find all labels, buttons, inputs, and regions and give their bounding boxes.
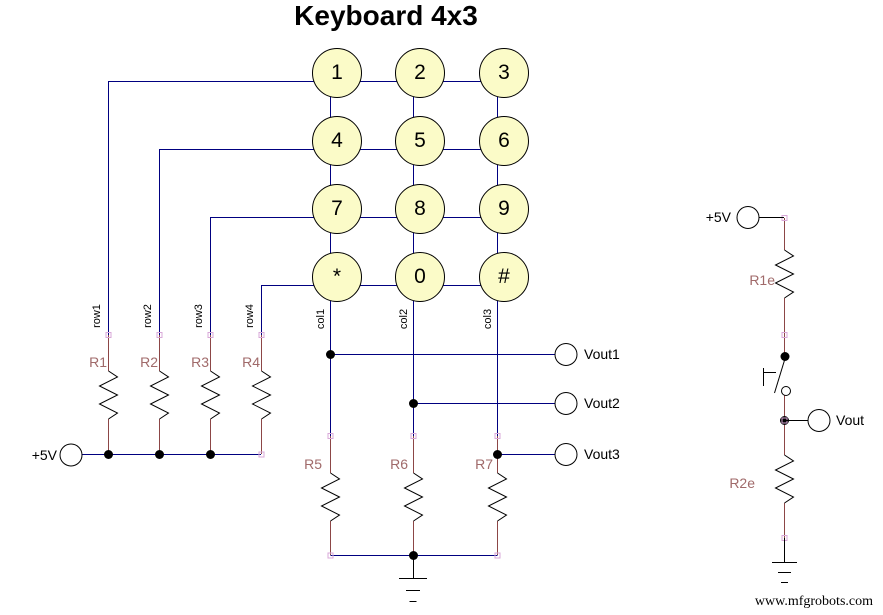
key-hash: # (479, 252, 529, 302)
vout2-label: Vout2 (584, 395, 620, 411)
resistor-r6 (403, 472, 424, 522)
switch-lever (774, 356, 786, 394)
key-star: * (312, 252, 362, 302)
row-resistors (98, 370, 272, 420)
keypad-grid-wires (108, 81, 504, 436)
pin-markers (105, 215, 788, 559)
example-power-5v-label: +5V (705, 209, 731, 225)
col3-label: col3 (482, 308, 494, 330)
power-5v-label: +5V (31, 447, 57, 463)
vout3-label: Vout3 (584, 446, 620, 462)
resistor-r2e (774, 454, 795, 504)
resistor-r1e-label: R1e (749, 272, 775, 288)
terminal-circles (59, 343, 578, 467)
resistor-r7 (487, 472, 508, 522)
resistor-r1e (774, 249, 795, 299)
pushbutton-switch (763, 356, 791, 396)
row1-label: row1 (91, 304, 103, 328)
switch-actuator (763, 368, 776, 386)
resistor-r4-label: R4 (242, 354, 260, 370)
vout2-terminal (554, 392, 578, 415)
junction-dots (104, 350, 790, 560)
key-9: 9 (479, 184, 529, 234)
diagram-title: Keyboard 4x3 (294, 0, 478, 31)
resistor-r2-label: R2 (140, 354, 158, 370)
resistor-lead-wires (108, 218, 785, 555)
resistor-r6-label: R6 (390, 456, 408, 472)
row4-label: row4 (244, 304, 256, 328)
ground-symbol-example (772, 538, 797, 583)
row2-label: row2 (142, 304, 154, 328)
example-power-terminal (736, 206, 760, 229)
key-2: 2 (395, 48, 445, 98)
resistor-r5 (320, 472, 341, 522)
row3-label: row3 (193, 304, 205, 328)
resistor-r1-label: R1 (89, 354, 107, 370)
resistor-r7-label: R7 (475, 456, 493, 472)
watermark: www.mfgrobots.com (754, 594, 873, 609)
key-0: 0 (395, 252, 445, 302)
resistor-r5-label: R5 (304, 456, 322, 472)
vout1-label: Vout1 (584, 346, 620, 362)
resistor-r1 (98, 370, 119, 420)
key-6: 6 (479, 116, 529, 166)
key-8: 8 (395, 184, 445, 234)
switch-open-contact (781, 386, 791, 396)
example-vout-terminal (807, 409, 831, 432)
key-1: 1 (312, 48, 362, 98)
power-terminal (59, 443, 83, 467)
resistor-r3-label: R3 (191, 354, 209, 370)
column-resistors (320, 472, 508, 522)
resistor-r2 (149, 370, 170, 420)
key-7: 7 (312, 184, 362, 234)
example-vout-label: Vout (836, 412, 865, 428)
resistor-r4 (251, 370, 272, 420)
resistor-r3 (200, 370, 221, 420)
vout3-terminal (554, 443, 578, 466)
key-4: 4 (312, 116, 362, 166)
ground-symbol-main (399, 555, 427, 602)
vout1-terminal (554, 343, 578, 366)
resistor-r2e-label: R2e (729, 475, 755, 491)
col1-label: col1 (315, 308, 327, 330)
col2-label: col2 (398, 308, 410, 330)
example-circuit (736, 206, 831, 583)
key-5: 5 (395, 116, 445, 166)
key-3: 3 (479, 48, 529, 98)
